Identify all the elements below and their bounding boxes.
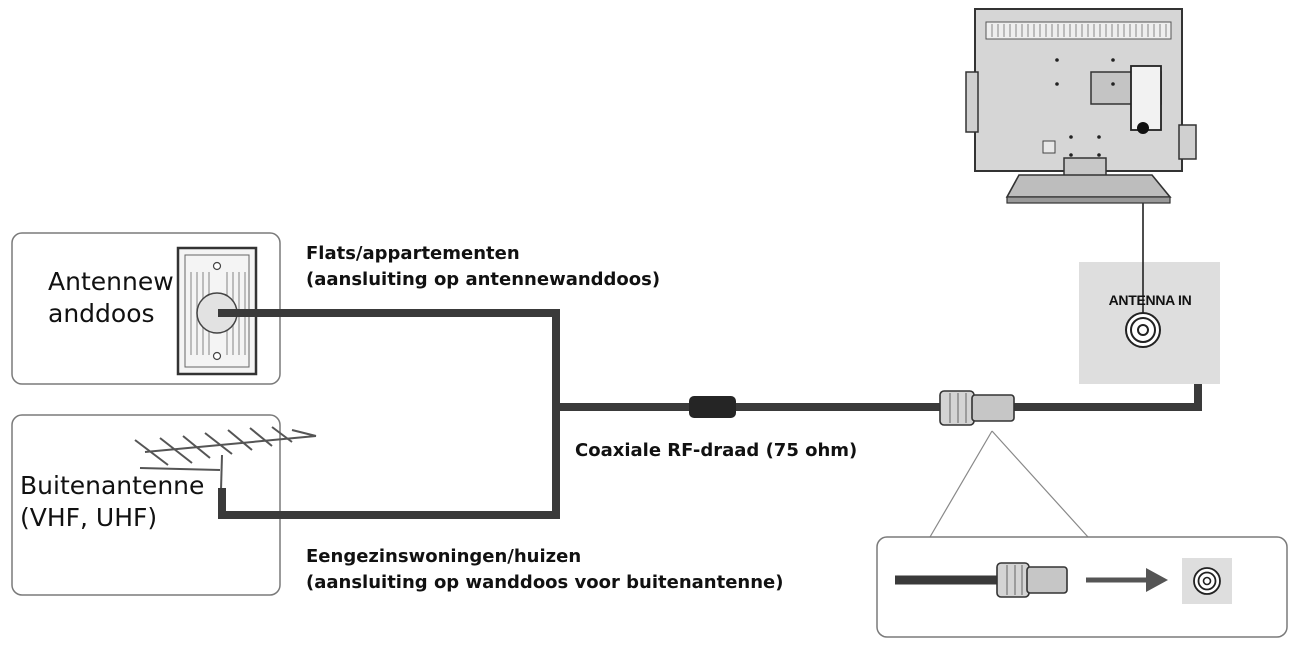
flats-caption-line2: (aansluiting op antennewanddoos) [306,269,661,290]
outdoor-antenna-label-line2: (VHF, UHF) [20,503,158,532]
wall-box-label: Antennew anddoos [48,266,174,330]
flats-caption-line1: Flats/appartementen [306,243,520,264]
flats-caption: Flats/appartementen (aansluiting op ante… [306,241,660,293]
tv-rear-icon [965,8,1197,204]
connection-detail-inset [876,536,1288,638]
antenna-in-label: ANTENNA IN [1108,292,1192,308]
f-connector [939,390,1015,426]
wall-box-label-line2: anddoos [48,299,155,328]
outdoor-antenna-label-line1: Buitenantenne [20,471,205,500]
antenna-in-port-icon [1125,312,1161,348]
houses-caption-line1: Eengezinswoningen/huizen [306,546,582,567]
houses-caption-line2: (aansluiting op wanddoos voor buitenante… [306,572,784,593]
outdoor-antenna-label: Buitenantenne (VHF, UHF) [20,470,204,534]
ferrite-core [689,396,736,418]
outdoor-antenna-panel [11,414,317,596]
houses-caption: Eengezinswoningen/huizen (aansluiting op… [306,544,783,596]
wall-box-label-line1: Antennew [48,267,174,296]
coax-cable [218,309,1202,519]
antenna-icon [134,426,317,491]
cable-label: Coaxiale RF-draad (75 ohm) [575,440,858,461]
